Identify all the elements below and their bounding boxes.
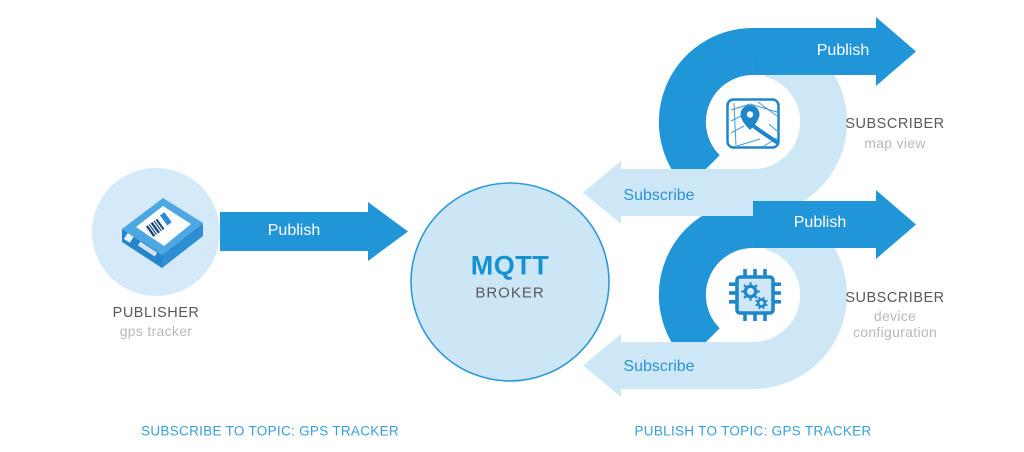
subscriber-device-sublabel-line2: configuration [852, 324, 938, 340]
publisher-node [92, 168, 220, 296]
device-subscribe-label: Subscribe [623, 358, 695, 375]
map-swirl-dark-arc [658, 27, 754, 189]
subscriber-device-label: SUBSCRIBER [845, 289, 945, 306]
broker-circle [410, 182, 610, 382]
gear-icon-small [755, 296, 768, 310]
arrow-head-left [583, 334, 621, 397]
map-view-icon [726, 98, 780, 149]
map-publish-label: Publish [816, 42, 870, 59]
device-publish-arrow [753, 190, 916, 259]
gps-tracker-device-icon [122, 198, 203, 268]
map-publish-arrow [753, 17, 916, 86]
device-publish-label: Publish [793, 214, 847, 231]
subscriber-device-sublabel-line1: device [873, 308, 917, 324]
subscriber-map-label: SUBSCRIBER [845, 115, 945, 132]
map-subscribe-label: Subscribe [623, 187, 695, 204]
footer-subscribe-topic: SUBSCRIBE TO TOPIC: GPS TRACKER [141, 423, 399, 439]
footer-publish-topic: PUBLISH TO TOPIC: GPS TRACKER [634, 423, 872, 439]
publisher-sublabel: gps tracker [119, 323, 193, 339]
chip-gears-icon [729, 269, 781, 321]
arrow-head-right [876, 17, 916, 86]
broker-subtitle: BROKER [475, 284, 545, 302]
barcode [145, 212, 172, 237]
device-port-strip [136, 240, 159, 258]
broker-title: MQTT [470, 250, 550, 281]
device-port-small [123, 233, 134, 243]
arrow-head-left [583, 161, 621, 224]
arrow-head-right [368, 202, 408, 261]
subscriber-map-sublabel: map view [864, 135, 926, 151]
publisher-publish-arrow [220, 202, 408, 261]
device-swirl-dark-arc [658, 200, 754, 362]
arrow-head-right [876, 190, 916, 259]
publisher-publish-label: Publish [267, 222, 321, 239]
chip-pins [729, 269, 781, 321]
publisher-label: PUBLISHER [112, 304, 200, 321]
gear-icon-large [741, 282, 760, 301]
